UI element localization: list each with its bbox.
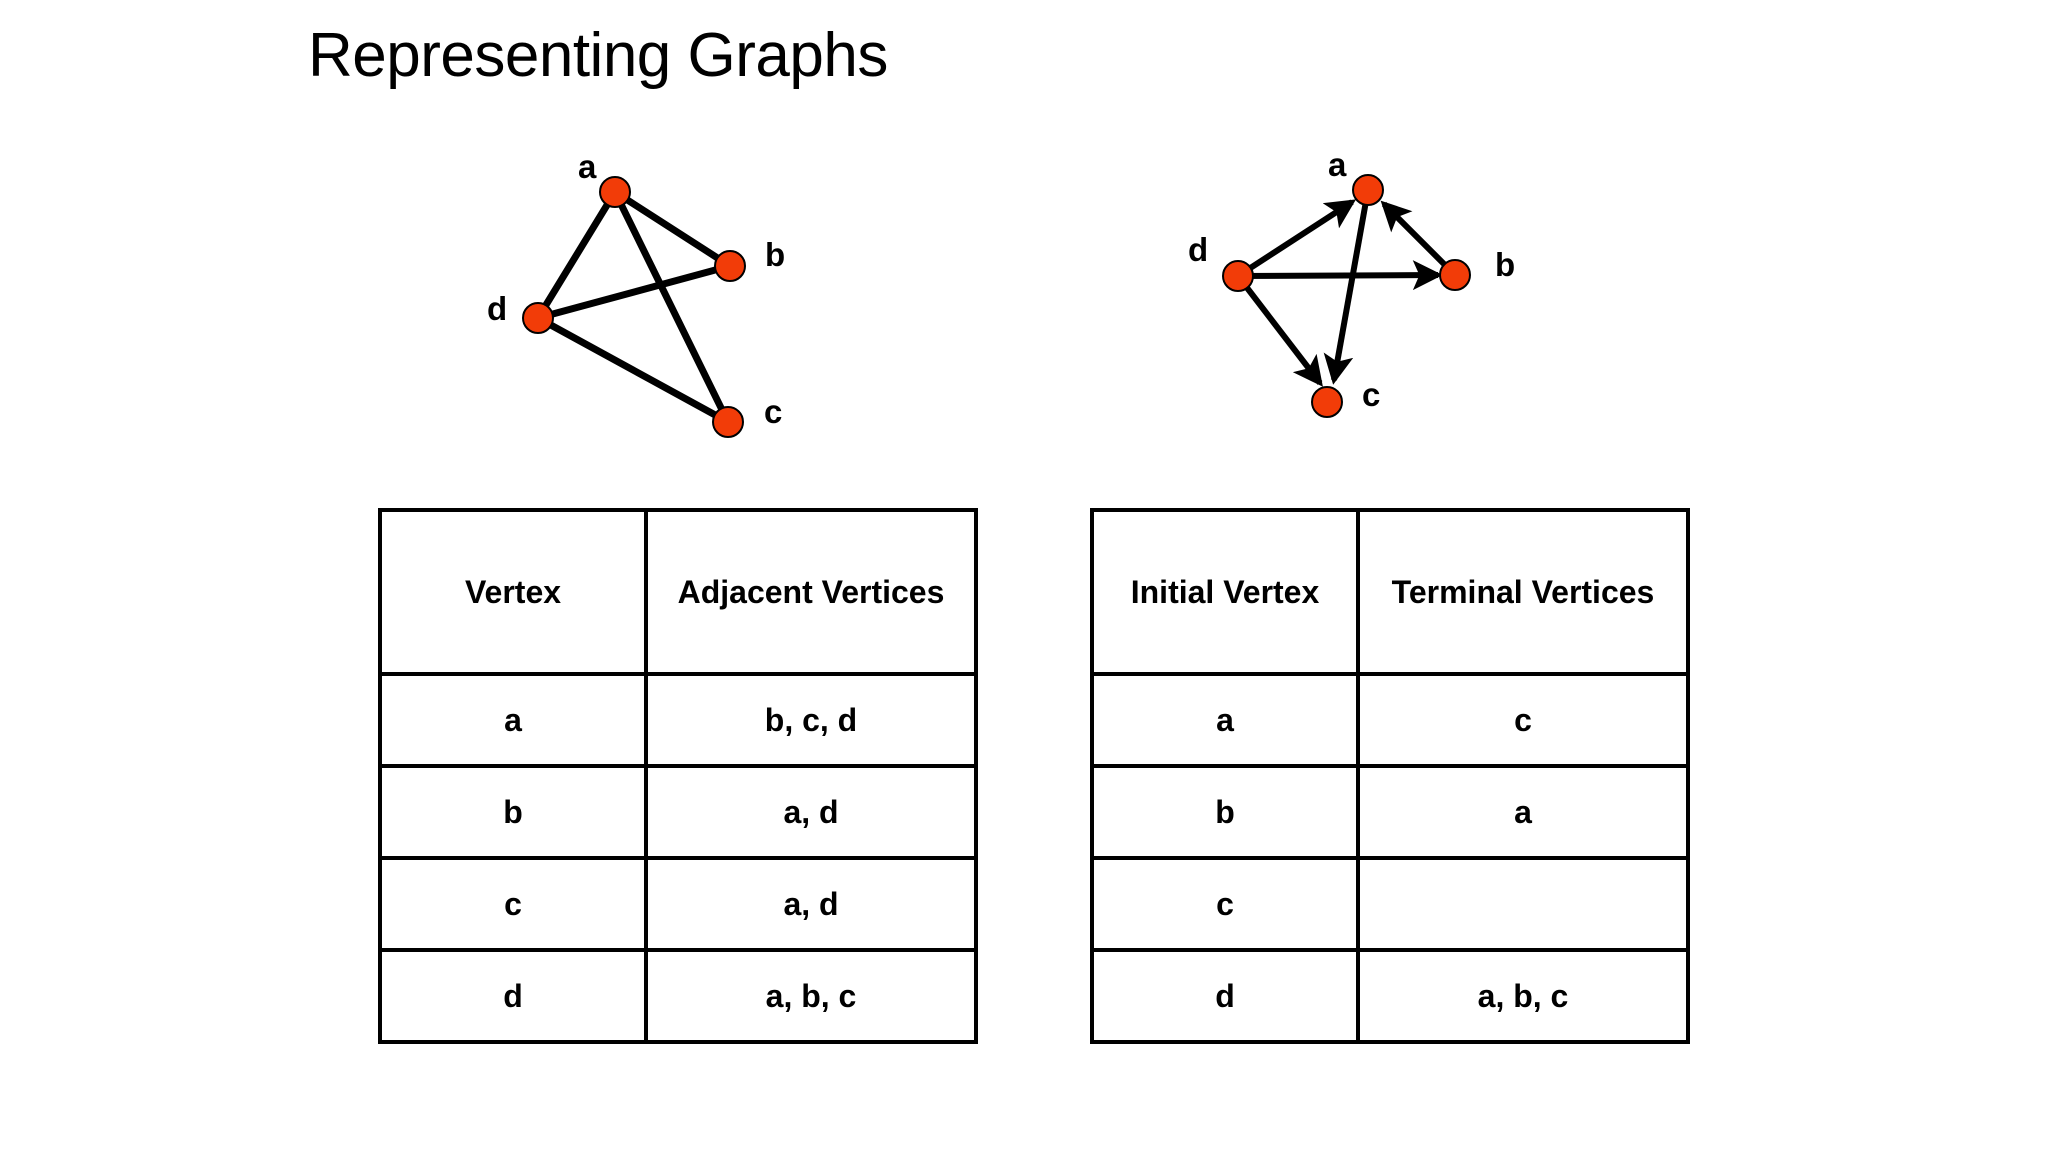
undirected-graph-edges	[534, 188, 734, 426]
vertex-label-d: d	[487, 290, 508, 327]
table-header-row: Vertex Adjacent Vertices	[378, 508, 978, 676]
cell-initial-vertex: b	[1090, 764, 1360, 860]
directed-graph-canvas	[1222, 174, 1471, 418]
vertex-c-node	[1311, 386, 1343, 418]
edge-a-c	[611, 188, 732, 426]
table-header-row: Initial Vertex Terminal Vertices	[1090, 508, 1690, 676]
edge-d-b	[534, 262, 734, 322]
cell-terminal-vertices: c	[1356, 672, 1690, 768]
edge-a-d	[534, 188, 619, 322]
vertex-b-node	[1439, 259, 1471, 291]
vertex-a-node	[1352, 174, 1384, 206]
undirected-graph-vertices	[522, 176, 746, 438]
cell-adjacent-vertices: a, d	[644, 856, 978, 952]
directed-graph-edges	[1235, 189, 1458, 387]
edge-a-b	[611, 188, 734, 270]
directed-graph-figure: a b c d	[1130, 130, 1590, 460]
cell-adjacent-vertices: a, b, c	[644, 948, 978, 1044]
cell-terminal-vertices	[1356, 856, 1690, 952]
column-header-vertex: Vertex	[378, 508, 648, 676]
cell-vertex: c	[378, 856, 648, 952]
undirected-graph-canvas	[522, 176, 746, 438]
cell-vertex: a	[378, 672, 648, 768]
edge-d-c	[534, 314, 732, 426]
table-row: a c	[1090, 672, 1690, 768]
vertex-b-node	[714, 250, 746, 282]
vertex-label-a: a	[578, 148, 597, 185]
vertex-c-node	[712, 406, 744, 438]
vertex-label-b: b	[1495, 246, 1516, 283]
column-header-initial-vertex: Initial Vertex	[1090, 508, 1360, 676]
table-row: d a, b, c	[378, 948, 978, 1044]
cell-vertex: d	[378, 948, 648, 1044]
vertex-label-c: c	[764, 393, 783, 430]
table-row: a b, c, d	[378, 672, 978, 768]
table-row: b a, d	[378, 764, 978, 860]
edge-d-to-c	[1235, 274, 1323, 387]
page-title: Representing Graphs	[308, 21, 888, 90]
directed-graph-vertices	[1222, 174, 1471, 418]
cell-terminal-vertices: a, b, c	[1356, 948, 1690, 1044]
edge-a-to-c	[1323, 189, 1371, 385]
adjacency-list-table: Vertex Adjacent Vertices a b, c, d b a, …	[378, 508, 978, 1044]
vertex-label-d: d	[1188, 231, 1209, 268]
cell-initial-vertex: a	[1090, 672, 1360, 768]
vertex-a-node	[599, 176, 631, 208]
edge-d-to-a	[1236, 199, 1357, 279]
cell-initial-vertex: c	[1090, 856, 1360, 952]
cell-adjacent-vertices: a, d	[644, 764, 978, 860]
cell-adjacent-vertices: b, c, d	[644, 672, 978, 768]
column-header-adjacent-vertices: Adjacent Vertices	[644, 508, 978, 676]
cell-terminal-vertices: a	[1356, 764, 1690, 860]
column-header-terminal-vertices: Terminal Vertices	[1356, 508, 1690, 676]
vertex-d-node	[522, 302, 554, 334]
undirected-graph-figure: a b c d	[430, 130, 890, 460]
edge-b-to-a	[1380, 200, 1458, 278]
adjacency-list-directed-table: Initial Vertex Terminal Vertices a c b a…	[1090, 508, 1690, 1044]
edge-d-to-b	[1237, 260, 1443, 291]
vertex-label-a: a	[1328, 146, 1347, 183]
table-row: b a	[1090, 764, 1690, 860]
table-row: c	[1090, 856, 1690, 952]
vertex-d-node	[1222, 260, 1254, 292]
vertex-label-b: b	[765, 236, 786, 273]
cell-vertex: b	[378, 764, 648, 860]
vertex-label-c: c	[1362, 376, 1381, 413]
table-row: c a, d	[378, 856, 978, 952]
cell-initial-vertex: d	[1090, 948, 1360, 1044]
table-row: d a, b, c	[1090, 948, 1690, 1044]
